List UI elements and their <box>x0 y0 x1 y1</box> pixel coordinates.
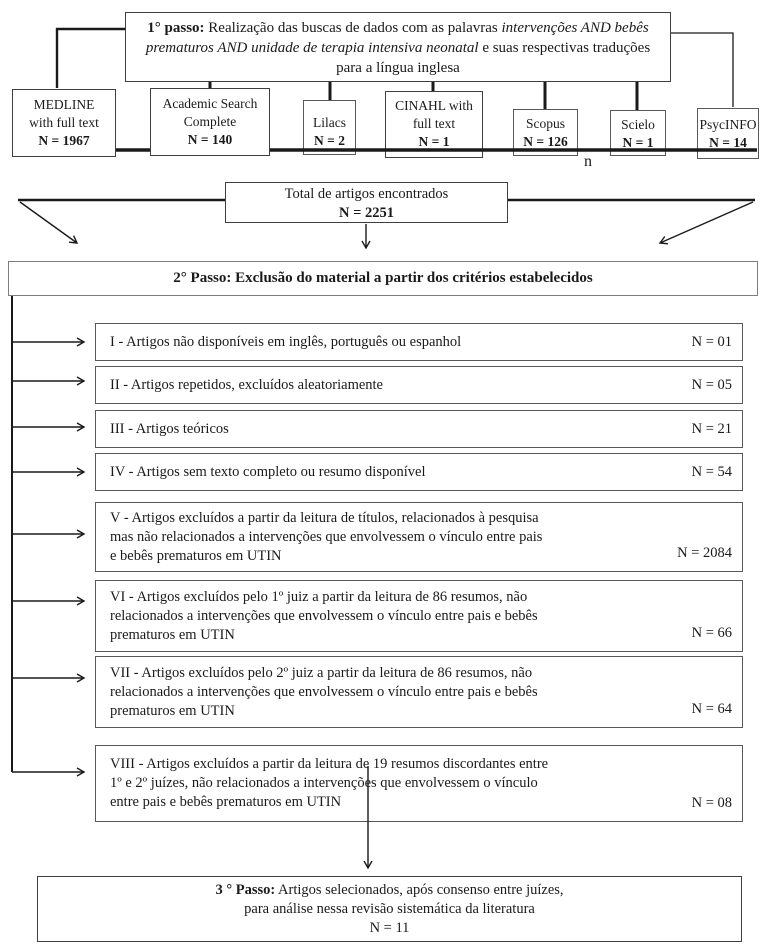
total-count: N = 2251 <box>339 205 394 221</box>
criterion-text: IV - Artigos sem texto completo ou resum… <box>110 464 426 480</box>
stray-char: n <box>584 153 592 170</box>
database-count: N = 1 <box>418 134 450 149</box>
criterion-box-1: I - Artigos não disponíveis em inglês, p… <box>95 323 743 361</box>
arrow-diagonal-right <box>658 201 754 245</box>
criterion-count: N = 21 <box>691 421 732 437</box>
database-name: PsycINFO <box>699 117 757 132</box>
criterion-text: VIII - Artigos excluídos a partir da lei… <box>110 756 549 810</box>
database-box-lilacs: Lilacs N = 2 <box>303 100 356 155</box>
step3-box: 3 ° Passo: Artigos selecionados, após co… <box>37 876 742 942</box>
criterion-box-7: VII - Artigos excluídos pelo 2º juiz a p… <box>95 656 743 728</box>
criterion-count: N = 54 <box>691 464 732 480</box>
criterion-text: III - Artigos teóricos <box>110 421 229 437</box>
database-name: Scielo <box>621 117 655 132</box>
database-count: N = 140 <box>187 132 233 147</box>
step1-text-a: Realização das buscas de dados com as pa… <box>204 20 502 36</box>
database-name: CINAHL with full text <box>395 98 473 131</box>
criterion-count: N = 08 <box>691 795 732 811</box>
database-count: N = 1 <box>622 135 654 150</box>
database-name: Lilacs <box>313 115 346 130</box>
criterion-count: N = 05 <box>691 377 732 393</box>
criterion-box-4: IV - Artigos sem texto completo ou resum… <box>95 453 743 491</box>
database-name: Academic Search Complete <box>162 96 258 129</box>
database-name: Scopus <box>525 116 565 131</box>
criterion-box-5: V - Artigos excluídos a partir da leitur… <box>95 502 743 572</box>
criterion-count: N = 01 <box>691 334 732 350</box>
criterion-box-2: II - Artigos repetidos, excluídos aleato… <box>95 366 743 404</box>
database-count: N = 126 <box>523 134 568 149</box>
connector-step1-psycinfo <box>671 32 734 107</box>
total-box: Total de artigos encontrados N = 2251 <box>225 182 508 223</box>
step1-text-b: e suas respectivas traduções para a líng… <box>336 40 651 76</box>
database-name: MEDLINE with full text <box>29 97 99 130</box>
database-box-academic-search: Academic Search Complete N = 140 <box>150 88 270 156</box>
criterion-box-6: VI - Artigos excluídos pelo 1º juiz a pa… <box>95 580 743 652</box>
database-box-scielo: Scielo N = 1 <box>610 110 666 156</box>
step3-label: 3 ° Passo: <box>215 882 276 898</box>
criterion-count: N = 64 <box>691 701 732 717</box>
step3-line1: 3 ° Passo: Artigos selecionados, após co… <box>38 881 741 900</box>
criterion-text: VII - Artigos excluídos pelo 2º juiz a p… <box>110 665 538 719</box>
criterion-text: VI - Artigos excluídos pelo 1º juiz a pa… <box>110 589 538 643</box>
database-box-scopus: Scopus N = 126 <box>513 109 578 156</box>
step1-search-terms: intervenções AND bebês prematuros AND un… <box>145 20 649 56</box>
step3-line1-rest: Artigos selecionados, após consenso entr… <box>275 882 564 898</box>
database-count: N = 1967 <box>38 133 90 148</box>
criterion-text: II - Artigos repetidos, excluídos aleato… <box>110 377 383 393</box>
step3-line2: para análise nessa revisão sistemática d… <box>244 901 535 917</box>
database-box-cinahl: CINAHL with full text N = 1 <box>385 91 483 158</box>
criterion-count: N = 66 <box>691 625 732 641</box>
database-box-psycinfo: PsycINFO N = 14 <box>697 108 759 159</box>
total-label: Total de artigos encontrados <box>284 186 449 202</box>
criterion-count: N = 2084 <box>677 545 732 561</box>
step2-box: 2° Passo: Exclusão do material a partir … <box>8 261 758 296</box>
database-count: N = 14 <box>709 135 747 150</box>
criterion-box-8: VIII - Artigos excluídos a partir da lei… <box>95 745 743 822</box>
criterion-text: I - Artigos não disponíveis em inglês, p… <box>110 334 462 350</box>
database-box-medline: MEDLINE with full text N = 1967 <box>12 89 116 157</box>
step3-count: N = 11 <box>369 920 410 936</box>
database-count: N = 2 <box>314 133 345 148</box>
step1-label: 1° passo: <box>147 20 205 36</box>
step2-label: 2° Passo: Exclusão do material a partir … <box>173 270 593 286</box>
connector-step1-medline <box>55 27 125 88</box>
criterion-text: V - Artigos excluídos a partir da leitur… <box>110 510 543 564</box>
arrow-diagonal-left <box>19 201 79 244</box>
criterion-box-3: III - Artigos teóricos N = 21 <box>95 410 743 448</box>
step1-box: 1° passo: Realização das buscas de dados… <box>125 12 671 82</box>
